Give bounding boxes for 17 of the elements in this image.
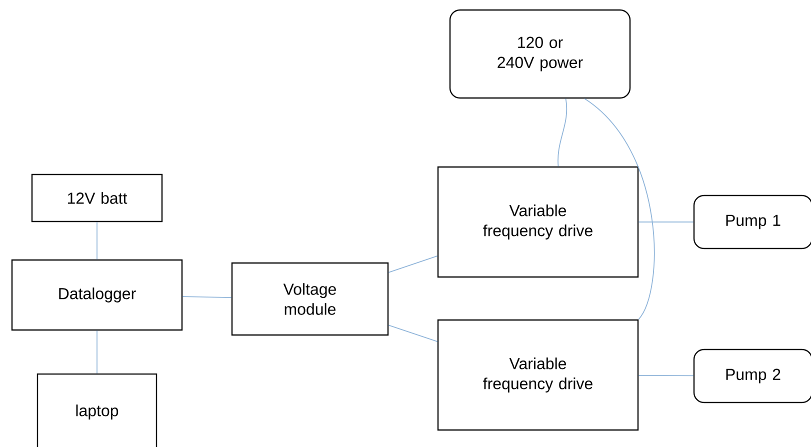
module-box: Voltage module <box>231 262 389 336</box>
connector-line <box>96 222 98 260</box>
connector-line <box>558 98 568 167</box>
connector-line <box>96 330 98 374</box>
laptop-box: laptop <box>36 373 158 447</box>
connector-line <box>584 98 655 320</box>
battery-box: 12V batt <box>31 174 163 222</box>
connector-line <box>182 296 232 298</box>
connector-line <box>638 375 694 376</box>
drive-box: Variable frequency drive <box>437 319 639 431</box>
pump-box: Pump 1 <box>693 194 811 250</box>
pump-box: Pump 2 <box>693 348 811 404</box>
drive-box: Variable frequency drive <box>437 166 639 278</box>
connector-line <box>388 255 438 273</box>
datalogger-box: Datalogger <box>11 259 183 331</box>
connector-line <box>388 324 438 342</box>
power-box: 120 or 240V power <box>449 9 631 99</box>
